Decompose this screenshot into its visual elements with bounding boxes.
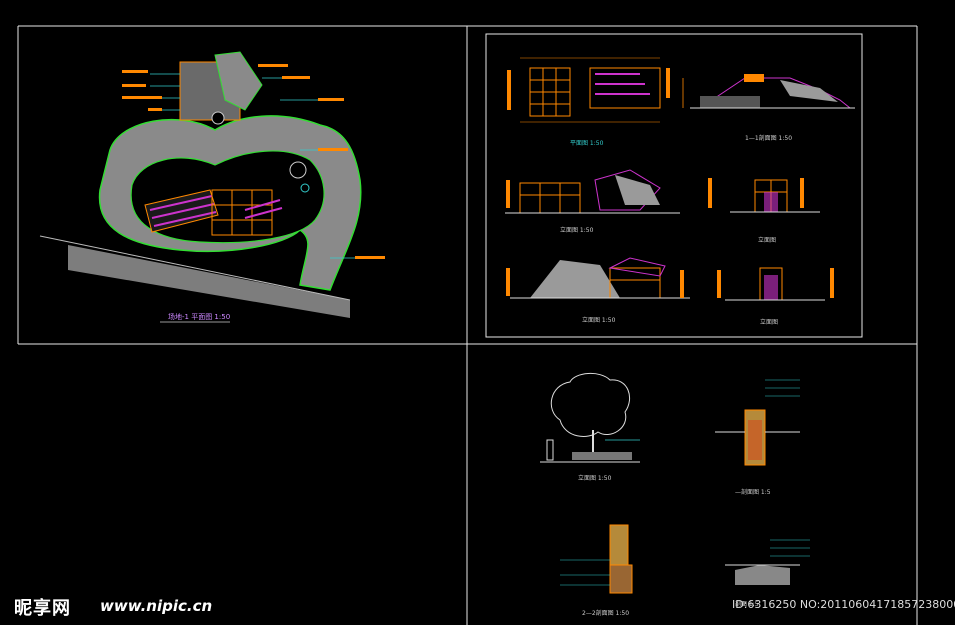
site-plan: 场地-1 平面图 1:50: [39, 51, 385, 323]
bottom-details: 立面图 1:50 —剖面图 1:5 2—2剖面图 1:50: [540, 373, 810, 617]
plan-title: 平面图 1:50: [570, 140, 604, 147]
boundary-line: [39, 235, 351, 301]
watermark-id: ID:6316250 NO:20110604171857238000: [732, 598, 955, 611]
elevation-c-title: 立面图 1:50: [582, 316, 616, 324]
detail-sheet-border: [485, 33, 863, 338]
detail-dimension-marks: [506, 68, 834, 298]
elevation-b-view: 立面图: [730, 179, 820, 244]
wall-section-view: —剖面图 1:5: [715, 379, 800, 496]
elevation-d-view: 立面图: [725, 267, 825, 326]
pergola-structure: [144, 189, 283, 236]
section-2-title: 2—2剖面图 1:50: [582, 609, 629, 617]
paving-section-title: 剖面 1:5: [735, 600, 759, 608]
elevation-a-title: 立面图 1:50: [560, 226, 594, 234]
wall-section-title: —剖面图 1:5: [735, 488, 771, 496]
panel-frames: [17, 25, 918, 625]
elevation-d-title: 立面图: [760, 318, 778, 326]
ground-hatch-band: [68, 245, 350, 318]
detail-sheet: 平面图 1:50 1—1剖面图 1:50 立面图 1:50: [505, 57, 855, 326]
section-1-1-view: 1—1剖面图 1:50: [682, 74, 855, 142]
watermark-logo: 昵享网: [14, 598, 71, 619]
lawn-tree-circle: [289, 161, 307, 179]
elevation-a-view: 立面图 1:50: [505, 169, 680, 234]
lawn-small-circle: [300, 183, 310, 193]
elevation-c-view: 立面图 1:50: [510, 257, 690, 324]
site-plan-title: 场地-1 平面图 1:50: [168, 312, 230, 321]
watermark-url: www.nipic.cn: [100, 597, 213, 615]
paving-section-view: 剖面 1:5: [725, 539, 810, 608]
section-1-title: 1—1剖面图 1:50: [745, 134, 792, 142]
tree-pit-circle: [211, 111, 225, 125]
top-cobble-path: [214, 51, 263, 111]
tree-elevation-view: 立面图 1:50: [540, 373, 640, 482]
elevation-b-title: 立面图: [758, 236, 776, 244]
section-2-2-view: 2—2剖面图 1:50: [560, 524, 633, 617]
tree-elevation-title: 立面图 1:50: [578, 474, 612, 482]
pergola-plan-view: 平面图 1:50: [520, 57, 661, 147]
site-plan-note-blocks: [122, 64, 385, 259]
